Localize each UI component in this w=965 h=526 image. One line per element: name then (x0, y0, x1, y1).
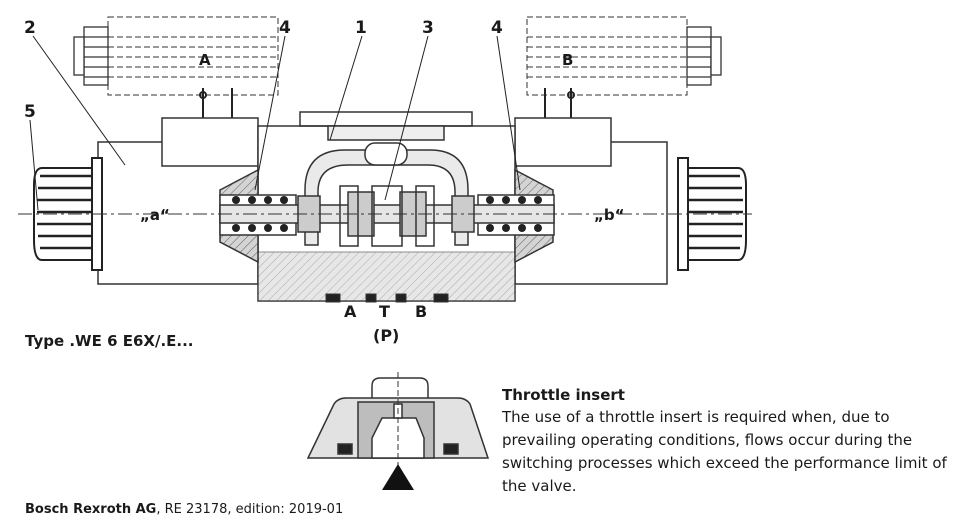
manual-override-nut-right (677, 157, 747, 271)
footer-company: Bosch Rexroth AG (25, 502, 157, 517)
footer-document-info: , RE 23178, edition: 2019-01 (156, 502, 344, 517)
footer: Bosch Rexroth AG, RE 23178, edition: 201… (25, 502, 343, 517)
port-t-label: T (379, 302, 390, 321)
throttle-insert-title: Throttle insert (502, 386, 625, 404)
side-b-label: „b“ (594, 206, 624, 224)
throttle-insert-drawing (306, 372, 490, 490)
callout-4-left: 4 (279, 18, 291, 38)
solenoid-a-plug-outline (107, 16, 279, 96)
plug-pins (199, 88, 575, 120)
port-b-label: B (415, 302, 427, 321)
solenoid-b-label: B (562, 51, 573, 69)
springs (232, 196, 542, 232)
throttle-insert-section: Throttle insert The use of a throttle in… (502, 386, 952, 498)
callout-5: 5 (24, 102, 36, 122)
side-a-label: „a“ (140, 206, 170, 224)
callout-2: 2 (24, 18, 36, 38)
solenoid-a-connector (73, 26, 109, 86)
callout-1: 1 (355, 18, 367, 38)
solenoid-b-plug-outline (526, 16, 688, 96)
valve-body-section (257, 251, 516, 303)
throttle-insert-text: The use of a throttle insert is required… (502, 408, 947, 495)
port-p-label: (P) (373, 326, 399, 345)
callout-4-right: 4 (491, 18, 503, 38)
port-a-label: A (344, 302, 357, 321)
solenoid-a-housing (97, 117, 259, 285)
solenoid-b-connector (686, 26, 722, 86)
callout-3: 3 (422, 18, 434, 38)
internal-channels (304, 142, 469, 246)
solenoid-a-label: A (199, 51, 211, 69)
callout-leaders (29, 35, 521, 211)
valve-type-label: Type .WE 6 E6X/.E... (25, 332, 194, 350)
